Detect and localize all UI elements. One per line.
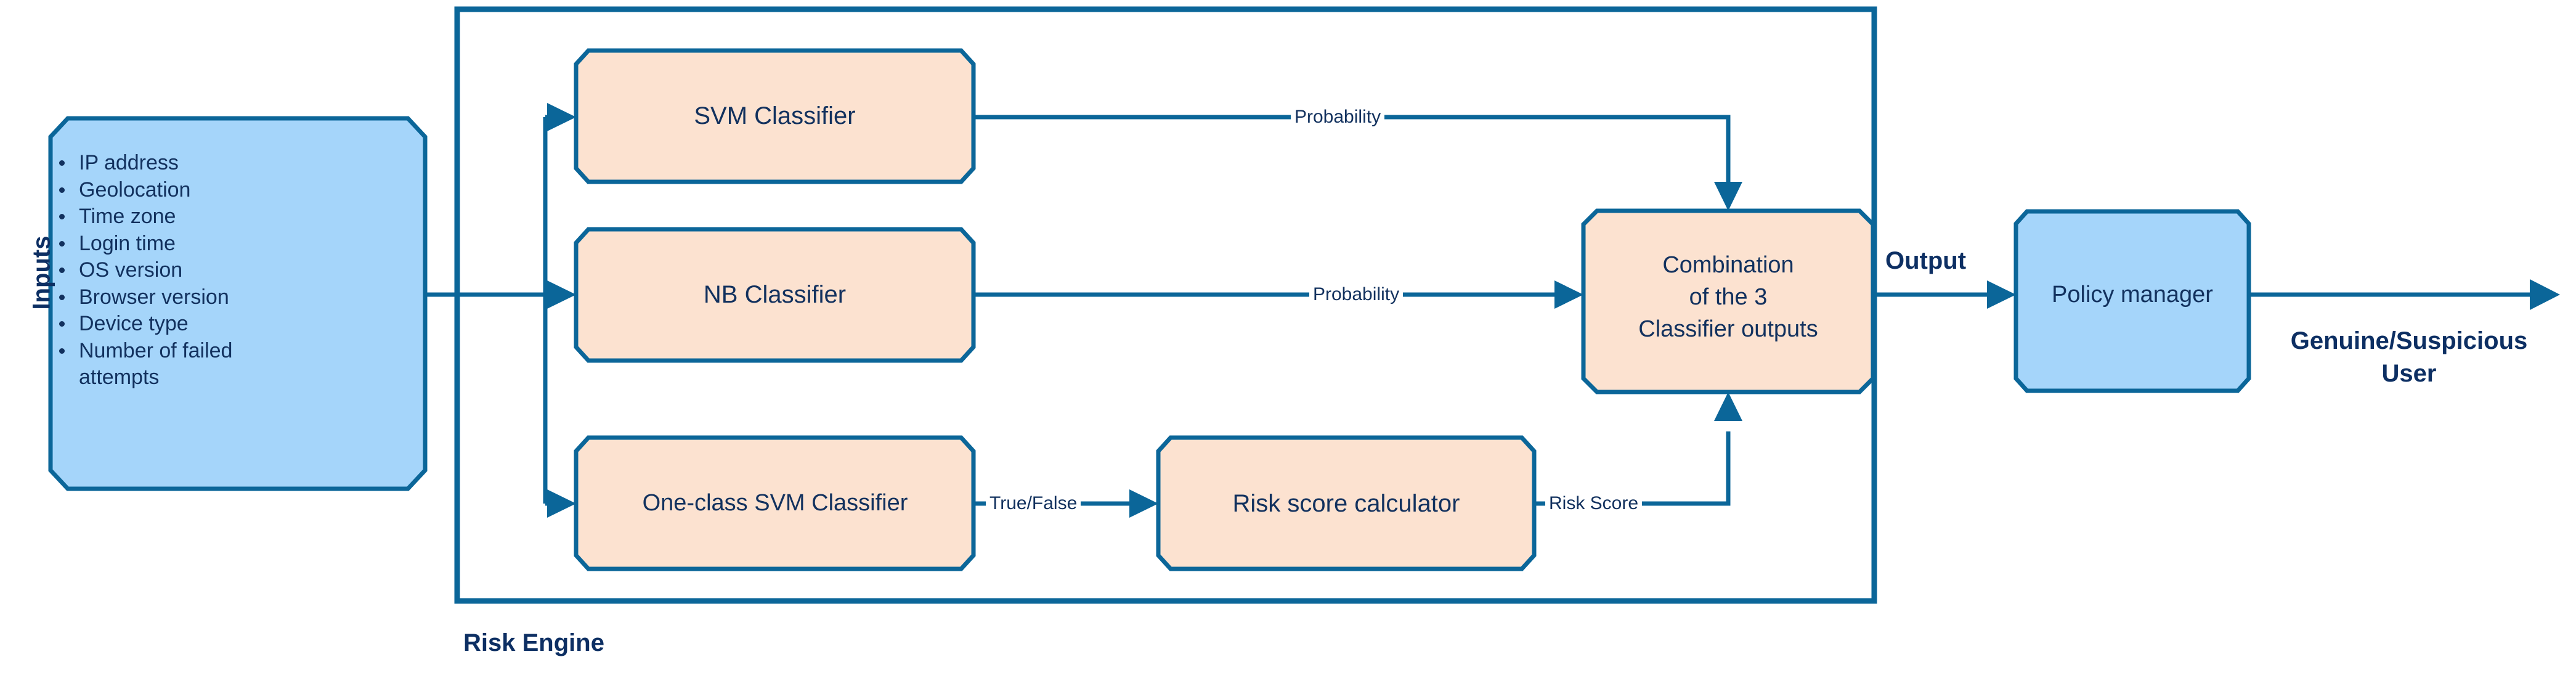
arrowhead-combination-left: [1554, 280, 1583, 309]
final-result-label-line1: Genuine/Suspicious: [2290, 327, 2528, 354]
combination-label-line2: of the 3: [1689, 284, 1768, 310]
inputs-item-1: Geolocation: [79, 178, 191, 202]
oneclass-svm-classifier-box[interactable]: [574, 435, 976, 571]
list-item: Number of failed attempts: [51, 338, 420, 391]
list-item: Login time: [51, 231, 420, 258]
list-item: OS version: [51, 257, 420, 284]
risk-score-calculator-box[interactable]: [1156, 435, 1537, 571]
inputs-item-0: IP address: [79, 151, 179, 174]
combination-label-line3: Classifier outputs: [1638, 316, 1818, 342]
edge-label-svm-probability: Probability: [1291, 106, 1385, 128]
edge-label-output: Output: [1885, 247, 1967, 274]
edge-label-risk-score: Risk Score: [1545, 492, 1643, 515]
arrowhead-riskscore-input: [1129, 489, 1158, 518]
risk-engine-title: Risk Engine: [463, 629, 604, 656]
inputs-item-7: Number of failed: [79, 338, 233, 362]
final-result-label-line2: User: [2381, 360, 2437, 387]
arrowhead-nb-input: [547, 280, 576, 309]
arrowhead-final-result: [2530, 279, 2560, 310]
inputs-item-2: Time zone: [79, 205, 176, 229]
inputs-box: [48, 116, 428, 491]
nb-classifier-box[interactable]: [574, 227, 976, 363]
policy-manager-box[interactable]: [2013, 209, 2251, 393]
inputs-item-4: OS version: [79, 258, 183, 282]
list-item: Geolocation: [51, 177, 420, 204]
policy-manager-label: Policy manager: [2052, 282, 2213, 308]
edge-svm-to-combination: [973, 115, 1731, 185]
svm-classifier-box[interactable]: [574, 48, 976, 184]
edge-label-nb-probability: Probability: [1309, 284, 1404, 306]
inputs-item-6: Device type: [79, 312, 189, 336]
arrowhead-policy-input: [1987, 280, 2016, 309]
arrowhead-svm-input: [547, 103, 576, 131]
risk-score-calculator-label: Risk score calculator: [1232, 490, 1460, 517]
arrowhead-oneclass-input: [547, 489, 576, 518]
list-item: Browser version: [51, 284, 420, 311]
oneclass-svm-classifier-label: One-class SVM Classifier: [642, 490, 908, 516]
list-item: Time zone: [51, 203, 420, 231]
list-item: Device type: [51, 311, 420, 338]
inputs-list: IP address Geolocation Time zone Login t…: [51, 150, 420, 391]
nb-classifier-label: NB Classifier: [703, 281, 847, 308]
combination-label-line1: Combination: [1662, 252, 1794, 278]
inputs-item-5: Browser version: [79, 285, 229, 309]
inputs-item-3: Login time: [79, 231, 176, 255]
edge-label-true-false: True/False: [986, 492, 1081, 515]
svm-classifier-label: SVM Classifier: [694, 102, 856, 129]
list-item: IP address: [51, 150, 420, 177]
combination-box[interactable]: [1581, 208, 1875, 394]
inputs-item-8: attempts: [79, 365, 160, 390]
arrowhead-combination-bottom: [1714, 392, 1742, 421]
arrowhead-combination-top: [1714, 182, 1742, 211]
